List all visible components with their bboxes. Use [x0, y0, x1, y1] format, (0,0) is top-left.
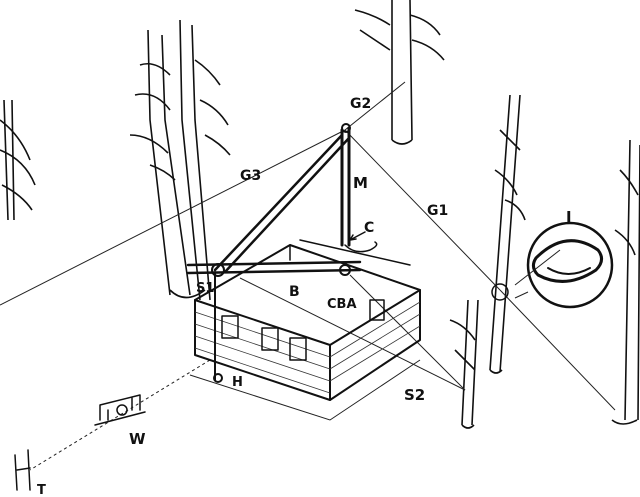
- label-anchor: T: [37, 483, 46, 497]
- label-winch: W: [129, 430, 146, 448]
- label-hook: H: [232, 375, 243, 390]
- label-sling-1: S1: [196, 281, 214, 296]
- label-guy-2: G2: [350, 96, 371, 112]
- cable-c: [344, 231, 378, 253]
- label-guy-1: G1: [427, 203, 448, 219]
- winch: [94, 394, 146, 426]
- label-sling-2: S2: [404, 386, 425, 404]
- label-cable: C: [364, 220, 374, 236]
- gin-pole: [340, 123, 351, 247]
- label-guy-3: G3: [240, 168, 261, 184]
- label-boom: B: [289, 284, 300, 300]
- tree-right: [449, 94, 640, 429]
- label-cab-a: CBA: [327, 297, 357, 312]
- label-gin-pole: M: [353, 174, 368, 192]
- anchor-stake: [14, 449, 31, 491]
- boom-diagonal: [213, 133, 351, 274]
- inset-detail: [491, 221, 614, 309]
- tree-far-left: [0, 99, 36, 221]
- log-cabin: [189, 239, 421, 421]
- tree-top-center: [354, 0, 445, 145]
- boom-horizontal: [186, 260, 362, 277]
- label-inset: I: [566, 208, 572, 226]
- guy-lines: [0, 81, 616, 471]
- tree-left-pair: [129, 19, 231, 301]
